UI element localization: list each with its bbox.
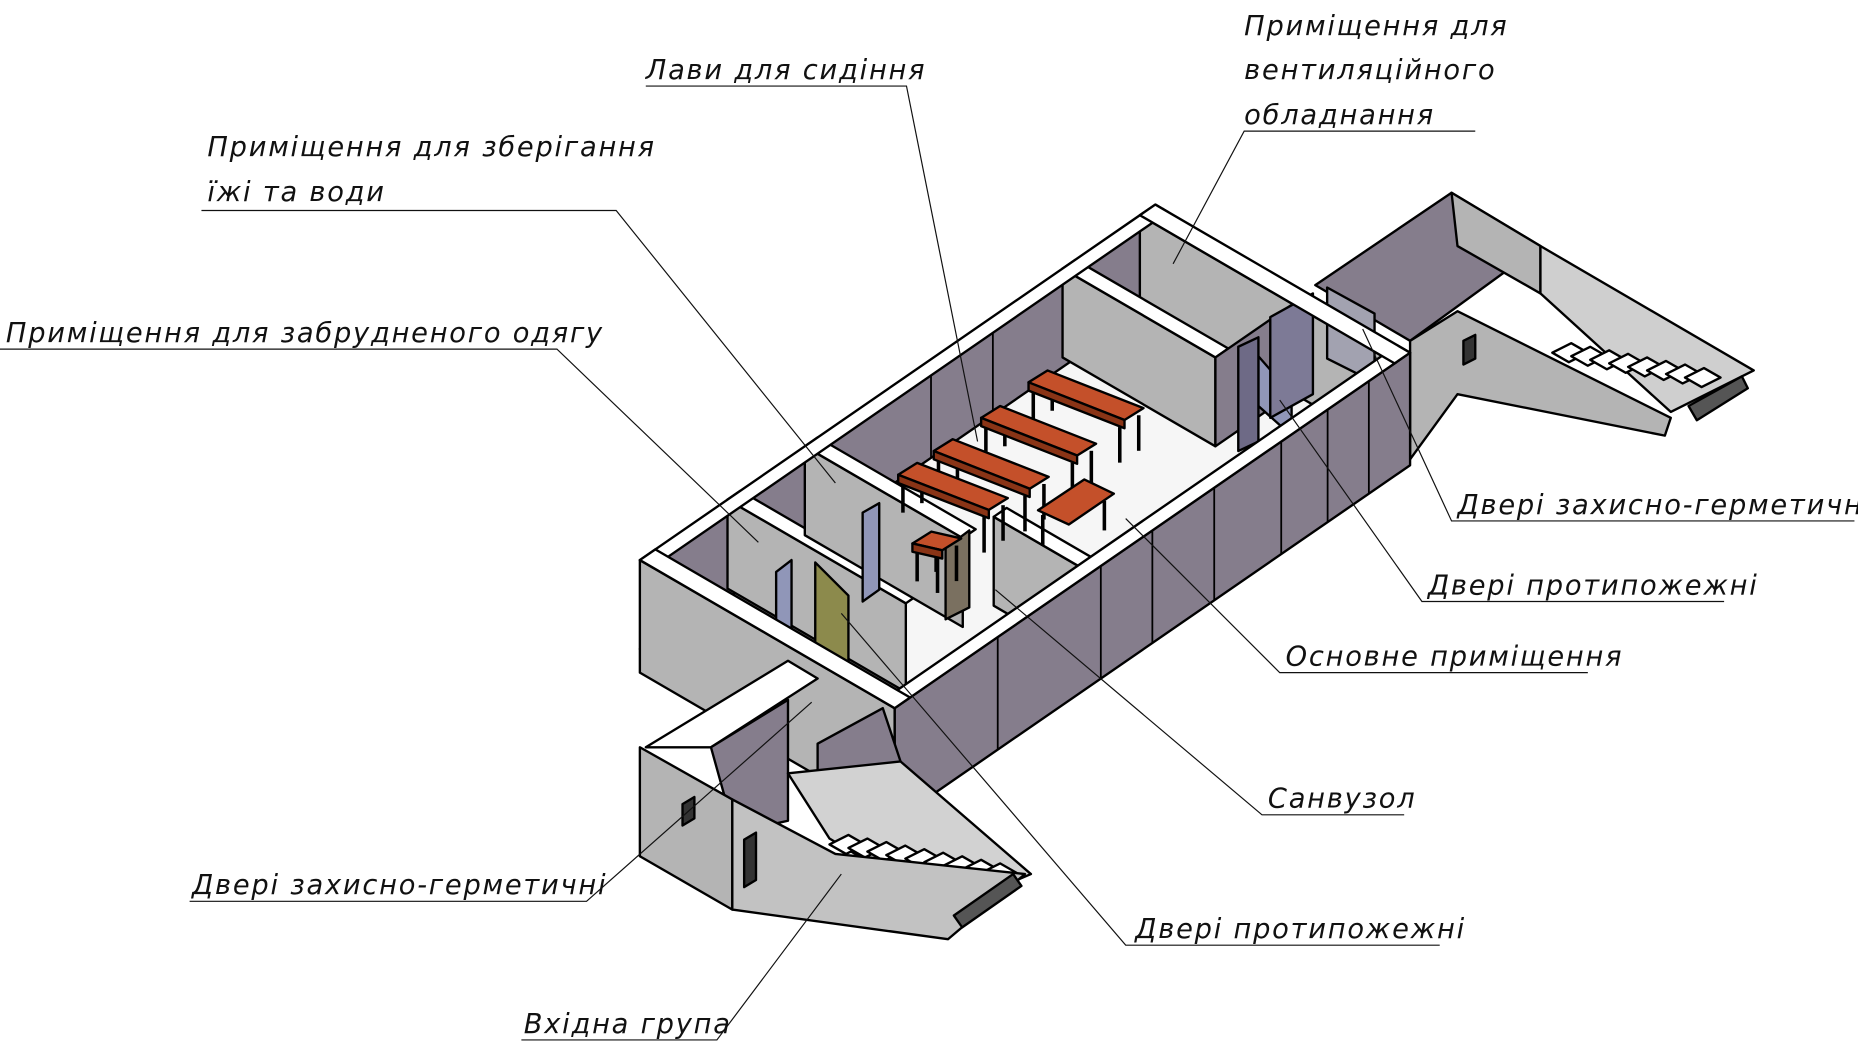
label-vent-room-line1: Приміщення для: [1244, 11, 1508, 42]
leader-food-storage: [201, 209, 836, 484]
bench-1-edge: [1027, 381, 1126, 430]
leader-entrance: [521, 873, 842, 1041]
leader-main-room: [1125, 518, 1588, 674]
label-benches: Лави для сидіння: [645, 55, 927, 86]
label-vent-room-line2: вентиляційного: [1244, 55, 1496, 86]
label-main-room: Основне приміщення: [1286, 642, 1624, 673]
label-food-storage-line1: Приміщення для зберігання: [207, 132, 655, 163]
leader-benches: [645, 85, 979, 442]
leader-vent-room: [1172, 130, 1476, 265]
upper-door-handle: [1462, 333, 1477, 366]
bench-5-edge: [911, 542, 944, 560]
bench-2-edge: [979, 416, 1079, 466]
label-vent-room-line3: обладнання: [1244, 100, 1435, 131]
door-food-storage-panel: [861, 501, 881, 603]
bench-4-edge: [897, 473, 991, 520]
label-blast-door-right: Двері захисно-герметичні: [1456, 490, 1858, 521]
lower-blast-door-hatch: [952, 872, 1023, 929]
door-frame-ventilation: [1237, 336, 1260, 453]
lower-door-hinge: [742, 831, 758, 889]
lower-entrance-top: [644, 659, 819, 749]
callout-leaders: [0, 85, 1855, 1041]
label-blast-door-left: Двері захисно-герметичні: [191, 870, 607, 901]
leader-fire-door-right: [1279, 399, 1725, 603]
right-wall-top: [1138, 203, 1412, 365]
callout-labels: Приміщення для вентиляційного обладнання…: [6, 11, 1858, 1040]
label-toilet: Санвузол: [1268, 784, 1417, 815]
label-entrance: Вхідна група: [524, 1009, 732, 1040]
label-fire-door-bottom: Двері протипожежні: [1134, 914, 1466, 945]
left-wall-top: [638, 548, 912, 710]
bench-6: [1036, 478, 1116, 526]
leader-toilet: [994, 589, 1405, 816]
leader-blast-door-left: [189, 701, 813, 902]
label-fire-door-right: Двері протипожежні: [1427, 570, 1759, 601]
label-food-storage-line2: їжі та води: [207, 177, 385, 208]
leader-fire-door-bottom: [840, 612, 1440, 946]
leader-dirty-clothes: [0, 348, 759, 543]
upper-blast-door-hatch: [1687, 375, 1749, 422]
upper-stair-step: [1683, 366, 1722, 389]
label-dirty-clothes: Приміщення для забрудненого одягу: [6, 318, 604, 349]
bench-3-edge: [932, 449, 1031, 499]
leader-blast-door-right: [1362, 328, 1855, 522]
shelter-model: [638, 191, 1755, 941]
